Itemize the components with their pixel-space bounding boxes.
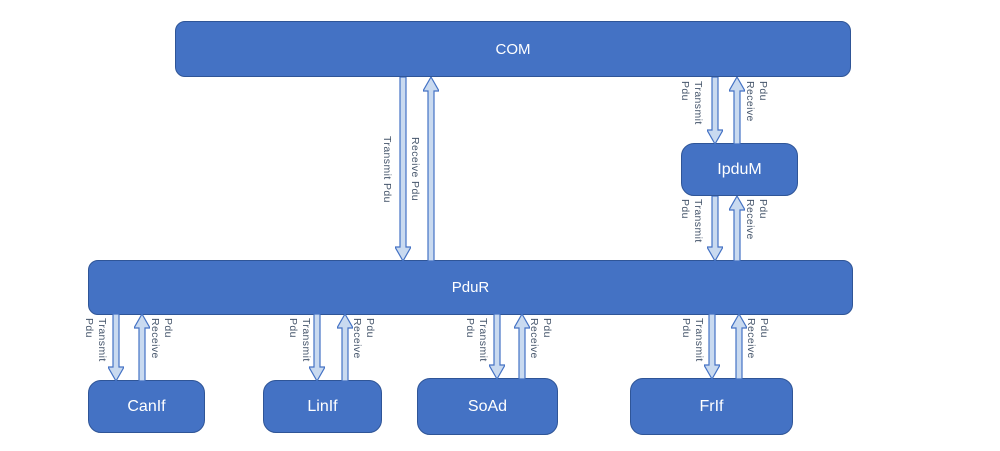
pdur-canif-receive-arrow-icon — [134, 314, 150, 381]
pdur-canif-transmit-label: Pdu Transmit — [83, 318, 108, 362]
com-pdur-transmit-arrow-icon — [395, 77, 411, 261]
ipdum-pdur-receive-arrow-icon — [729, 196, 745, 261]
box-com-label: COM — [495, 40, 531, 58]
box-ipdum: IpduM — [681, 143, 798, 196]
receive-text: Receive — [528, 318, 540, 359]
box-ipdum-label: IpduM — [717, 160, 762, 178]
com-ipdum-transmit-arrow-icon — [707, 77, 723, 144]
transmit-text: Transmit — [692, 81, 704, 125]
pdu-text: Pdu — [162, 318, 174, 338]
pdur-linif-transmit-arrow-icon — [309, 314, 325, 381]
pdu-text: Pdu — [679, 199, 691, 219]
box-canif-label: CanIf — [127, 397, 166, 415]
ipdum-pdur-transmit-arrow-icon — [707, 196, 723, 261]
box-pdur: PduR — [88, 260, 853, 315]
com-pdur-receive-arrow-icon — [423, 77, 439, 261]
pdur-soad-transmit-label: Pdu Transmit — [464, 318, 489, 362]
box-pdur-label: PduR — [451, 279, 490, 296]
pdur-canif-receive-label: Receive Pdu — [149, 318, 174, 359]
pdu-text: Pdu — [757, 199, 769, 219]
box-frif: FrIf — [630, 378, 793, 435]
pdu-text: Pdu — [287, 318, 299, 338]
com-ipdum-receive-arrow-icon — [729, 77, 745, 144]
pdur-soad-receive-arrow-icon — [514, 314, 530, 379]
receive-text: Receive — [745, 318, 757, 359]
pdur-canif-transmit-arrow-icon — [108, 314, 124, 381]
box-soad-label: SoAd — [467, 397, 508, 415]
com-ipdum-receive-label: Receive Pdu — [744, 81, 769, 122]
ipdum-pdur-receive-label: Receive Pdu — [744, 199, 769, 240]
receive-text: Receive — [744, 81, 756, 122]
box-canif: CanIf — [88, 380, 205, 433]
transmit-text: Transmit — [692, 199, 704, 243]
pdu-text: Pdu — [680, 318, 692, 338]
ipdum-pdur-transmit-label: Pdu Transmit — [679, 199, 704, 243]
box-linif-label: LinIf — [307, 397, 338, 415]
com-ipdum-transmit-label: Pdu Transmit — [679, 81, 704, 125]
pdu-text: Pdu — [541, 318, 553, 338]
pdur-soad-transmit-arrow-icon — [489, 314, 505, 379]
pdur-linif-transmit-label: Pdu Transmit — [287, 318, 312, 362]
transmit-text: Transmit — [693, 318, 705, 362]
pdu-text: Pdu — [83, 318, 95, 338]
receive-text: Receive — [351, 318, 363, 359]
receive-text: Receive — [149, 318, 161, 359]
pdur-frif-transmit-label: Pdu Transmit — [680, 318, 705, 362]
pdur-soad-receive-label: Receive Pdu — [528, 318, 553, 359]
transmit-text: Transmit — [300, 318, 312, 362]
transmit-text: Transmit — [477, 318, 489, 362]
pdu-text: Pdu — [364, 318, 376, 338]
transmit-text: Transmit — [96, 318, 108, 362]
receive-pdu-text: Receive Pdu — [409, 137, 421, 201]
box-com: COM — [175, 21, 851, 77]
box-soad: SoAd — [417, 378, 558, 435]
com-pdur-receive-label: Receive Pdu — [408, 77, 422, 261]
pdur-frif-transmit-arrow-icon — [704, 314, 720, 379]
pdu-text: Pdu — [758, 318, 770, 338]
pdur-frif-receive-label: Receive Pdu — [745, 318, 770, 359]
receive-text: Receive — [744, 199, 756, 240]
pdu-text: Pdu — [464, 318, 476, 338]
box-frif-label: FrIf — [699, 397, 724, 415]
pdur-linif-receive-label: Receive Pdu — [351, 318, 376, 359]
transmit-pdu-text: Transmit Pdu — [381, 135, 393, 203]
pdur-frif-receive-arrow-icon — [731, 314, 747, 379]
pdu-text: Pdu — [679, 81, 691, 101]
pdur-linif-receive-arrow-icon — [337, 314, 353, 381]
box-linif: LinIf — [263, 380, 382, 433]
com-pdur-transmit-label: Transmit Pdu — [380, 77, 394, 261]
pdu-text: Pdu — [757, 81, 769, 101]
